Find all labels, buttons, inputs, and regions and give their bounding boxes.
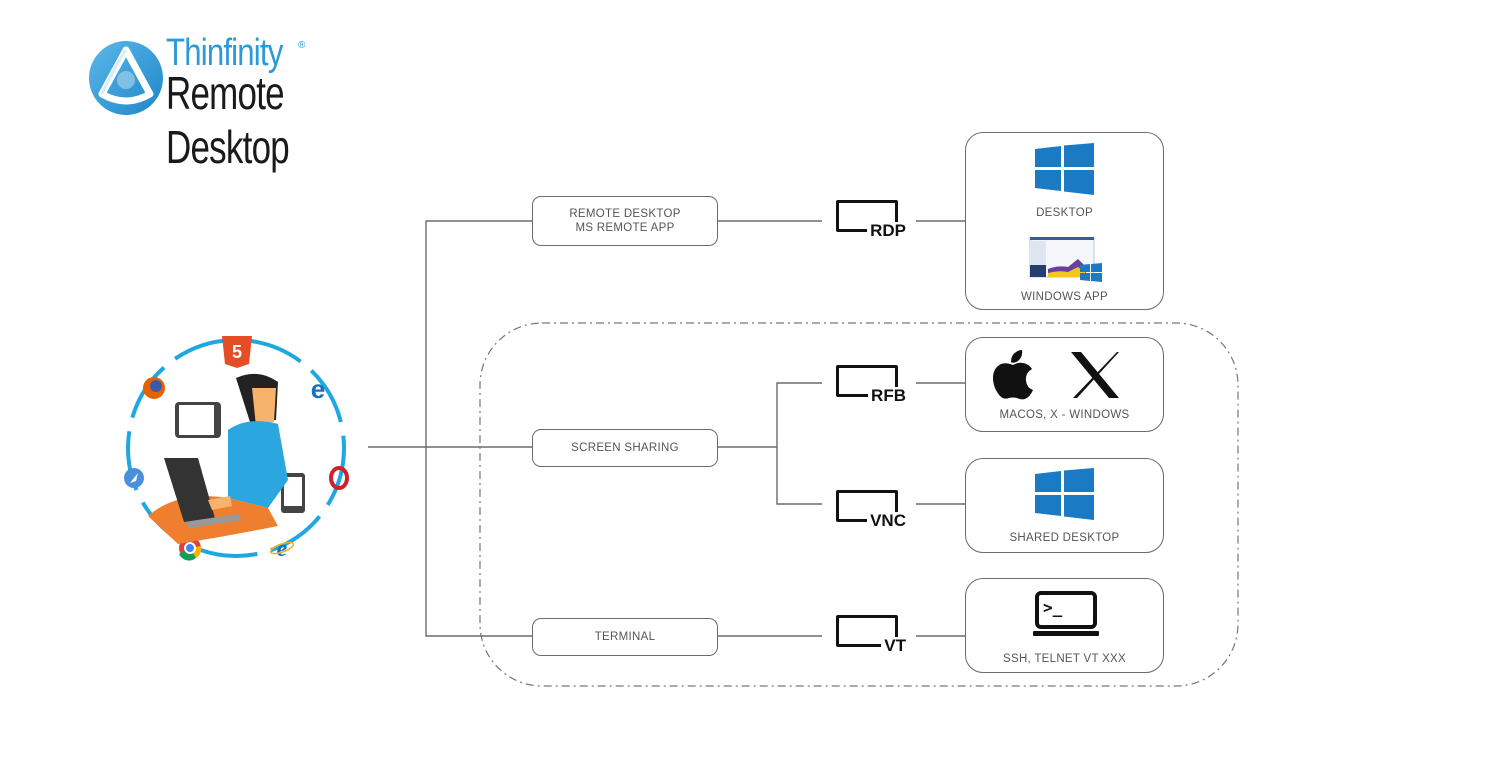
protocol-label: VT (881, 637, 906, 655)
smartphone-icon (281, 473, 305, 513)
internet-explorer-icon: e (269, 536, 295, 562)
windows-icon (1035, 143, 1094, 195)
tablet-icon (175, 402, 221, 438)
shared-services-group (479, 322, 1239, 687)
target-macos-xwindows[interactable]: MACOS, X - WINDOWS (965, 337, 1164, 432)
protocol-label: RDP (867, 222, 906, 240)
x-windows-icon (1071, 352, 1119, 398)
target-terminal[interactable]: >_ SSH, TELNET VT XXX (965, 578, 1164, 673)
svg-text:e: e (277, 536, 288, 562)
svg-text:5: 5 (232, 342, 242, 362)
service-label: TERMINAL (594, 631, 656, 643)
terminal-prompt: >_ (1043, 598, 1063, 617)
device-ring (126, 338, 346, 558)
protocol-rdp: RDP (836, 200, 906, 240)
thinfinity-logo: Thinfinity ® Remote Desktop (86, 32, 446, 173)
service-label-line1: REMOTE DESKTOP (569, 208, 681, 220)
logo-globe-icon (89, 41, 163, 115)
target-label-windows-app: WINDOWS APP (1020, 291, 1108, 303)
target-windows[interactable]: DESKTOP WINDOWS APP (965, 132, 1164, 310)
protocol-vt: VT (836, 615, 906, 655)
protocol-vnc: VNC (836, 490, 906, 530)
firefox-icon (143, 377, 165, 399)
service-label: SCREEN SHARING (571, 442, 679, 454)
laptop-icon (164, 458, 242, 528)
protocol-label: RFB (868, 387, 906, 405)
terminal-icon: >_ (1033, 591, 1099, 636)
protocol-rfb: RFB (836, 365, 906, 405)
windows-app-icon (1029, 237, 1102, 282)
protocol-label: VNC (867, 512, 906, 530)
service-screen-sharing[interactable]: SCREEN SHARING (532, 429, 718, 467)
service-terminal[interactable]: TERMINAL (532, 618, 718, 656)
apple-icon (993, 350, 1033, 400)
opera-icon (329, 466, 349, 490)
registered-mark: ® (298, 40, 306, 51)
target-label: MACOS, X - WINDOWS (999, 409, 1130, 421)
target-label: SSH, TELNET VT XXX (1003, 653, 1126, 665)
branch-top (425, 220, 532, 637)
client-illustration: 5 e e (118, 330, 358, 570)
target-shared-desktop[interactable]: SHARED DESKTOP (965, 458, 1164, 553)
service-label-line2: MS REMOTE APP (575, 222, 675, 234)
target-label: SHARED DESKTOP (1009, 532, 1120, 544)
safari-icon (124, 468, 144, 488)
screen-fork (776, 382, 822, 505)
target-label-desktop: DESKTOP (1036, 207, 1093, 219)
logo-product: Remote Desktop (166, 67, 290, 173)
html5-icon: 5 (222, 336, 252, 368)
windows-icon (1035, 468, 1094, 520)
logo-brand: Thinfinity (166, 32, 283, 74)
svg-text:e: e (311, 374, 325, 404)
service-remote-desktop[interactable]: REMOTE DESKTOP MS REMOTE APP (532, 196, 718, 246)
edge-icon: e (311, 374, 325, 404)
